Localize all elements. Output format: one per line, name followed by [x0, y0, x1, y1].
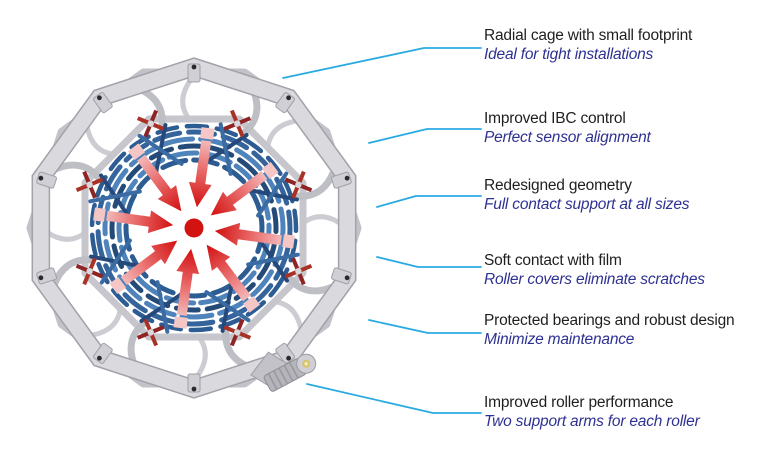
annotation-subtitle: Perfect sensor alignment — [484, 129, 651, 146]
annotation-geometry: Redesigned geometry Full contact support… — [484, 176, 764, 214]
annotation-roller-performance: Improved roller performance Two support … — [484, 393, 764, 431]
center-point — [184, 218, 204, 238]
annotation-title: Improved roller performance — [484, 394, 674, 411]
annotation-title: Redesigned geometry — [484, 177, 632, 194]
callout-line — [368, 128, 482, 144]
annotation-title: Radial cage with small footprint — [484, 27, 693, 44]
callout-line — [368, 319, 482, 334]
annotation-subtitle: Two support arms for each roller — [484, 413, 700, 430]
annotation-subtitle: Roller covers eliminate scratches — [484, 271, 705, 288]
callout-line — [282, 47, 482, 79]
callout-line — [376, 256, 482, 268]
annotation-title: Protected bearings and robust design — [484, 312, 735, 329]
inner-support-ring — [81, 115, 307, 341]
ring-bolts — [38, 64, 350, 392]
drive-motor — [250, 351, 317, 392]
annotation-footprint: Radial cage with small footprint Ideal f… — [484, 26, 764, 64]
annotation-subtitle: Full contact support at all sizes — [484, 196, 690, 213]
annotation-soft-contact: Soft contact with film Roller covers eli… — [484, 251, 764, 289]
annotation-bearings: Protected bearings and robust design Min… — [484, 311, 764, 349]
callout-line — [376, 195, 482, 208]
annotation-title: Soft contact with film — [484, 252, 622, 269]
annotation-subtitle: Minimize maintenance — [484, 331, 635, 348]
callout-lines — [282, 47, 482, 414]
radial-cage-illustration — [26, 57, 362, 399]
annotation-title: Improved IBC control — [484, 110, 626, 127]
annotation-ibc-control: Improved IBC control Perfect sensor alig… — [484, 109, 764, 147]
callout-line — [306, 383, 482, 414]
annotation-subtitle: Ideal for tight installations — [484, 46, 654, 63]
